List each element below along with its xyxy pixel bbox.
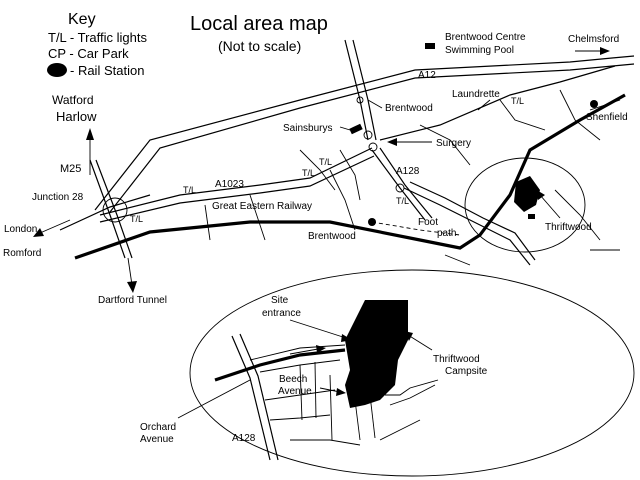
inset-label-thriftwood: Thriftwood: [433, 354, 480, 365]
label-london: London: [4, 224, 37, 235]
road-network: [59, 39, 635, 266]
label-chelmsford: Chelmsford: [568, 34, 619, 45]
brentwood-roundabout: [363, 130, 373, 140]
map-key: Key T/L - Traffic lights CP - Car Park -…: [47, 11, 147, 78]
sainsburys-car-park-icon: [349, 123, 363, 135]
inset-label-a128: A128: [232, 433, 256, 444]
label-tl-3: T/L: [183, 185, 196, 195]
label-tl-5: T/L: [130, 214, 143, 224]
label-tl-1: T/L: [319, 157, 332, 167]
inset-map: Site entrance Thriftwood Campsite Beech …: [140, 269, 635, 477]
key-car-park: CP - Car Park: [48, 46, 129, 61]
direction-arrows: [33, 47, 610, 293]
label-laundrette: Laundrette: [452, 89, 500, 100]
label-tl-4: T/L: [396, 196, 409, 206]
brentwood-roundabout-north: [356, 96, 364, 104]
label-path: path: [437, 228, 456, 239]
inset-boundary: [189, 269, 635, 477]
a128-roundabout: [395, 183, 405, 193]
label-brentwood: Brentwood: [385, 103, 433, 114]
brentwood-station-icon: [368, 218, 376, 226]
label-foot: Foot: [418, 217, 438, 228]
rail-station-key-icon: [47, 63, 67, 77]
brentwood-centre-car-park-icon: [425, 43, 435, 49]
key-traffic-lights: T/L - Traffic lights: [48, 30, 147, 45]
label-tl-2: T/L: [302, 168, 315, 178]
label-romford: Romford: [3, 248, 41, 259]
inset-railway: [214, 348, 346, 382]
label-swimming-pool: Swimming Pool: [445, 45, 514, 56]
inset-label-entrance: entrance: [262, 308, 301, 319]
thriftwood-site-small: [514, 176, 540, 212]
inset-label-orchard-avenue: Avenue: [140, 434, 174, 445]
label-m25: M25: [60, 163, 81, 175]
label-dartford-tunnel: Dartford Tunnel: [98, 295, 167, 306]
label-watford: Watford: [52, 93, 94, 107]
footpath: [371, 221, 461, 236]
inset-label-beech-avenue: Avenue: [278, 386, 312, 397]
label-shenfield: Shenfield: [586, 112, 628, 123]
label-harlow: Harlow: [56, 109, 97, 124]
shenfield-station-icon: [590, 100, 598, 108]
key-rail-station: - Rail Station: [70, 63, 144, 78]
label-brentwood-station: Brentwood: [308, 231, 356, 242]
label-junction-28: Junction 28: [32, 192, 84, 203]
thriftwood-area-circle: [464, 157, 586, 253]
label-sainsburys: Sainsburys: [283, 123, 332, 134]
label-tl-laundrette: T/L: [511, 96, 524, 106]
key-heading: Key: [68, 11, 96, 28]
label-thriftwood: Thriftwood: [545, 222, 592, 233]
label-brentwood-centre: Brentwood Centre: [445, 32, 526, 43]
inset-label-orchard: Orchard: [140, 422, 176, 433]
label-surgery: Surgery: [436, 138, 471, 149]
thriftwood-car-park-small: [528, 214, 535, 219]
inset-label-beech: Beech: [279, 374, 307, 385]
place-labels: Watford Harlow M25 Junction 28 London Ro…: [3, 32, 628, 306]
great-eastern-railway-line: [74, 93, 626, 260]
label-great-eastern-railway: Great Eastern Railway: [212, 201, 312, 212]
thriftwood-campsite-site: [345, 300, 408, 408]
map-subtitle: (Not to scale): [218, 38, 301, 54]
map-title: Local area map: [190, 13, 328, 35]
label-a128: A128: [396, 166, 420, 177]
inset-label-campsite: Campsite: [445, 366, 488, 377]
surgery-roundabout: [368, 142, 378, 152]
label-a12: A12: [418, 70, 436, 81]
label-a1023: A1023: [215, 179, 244, 190]
inset-label-site: Site: [271, 295, 289, 306]
